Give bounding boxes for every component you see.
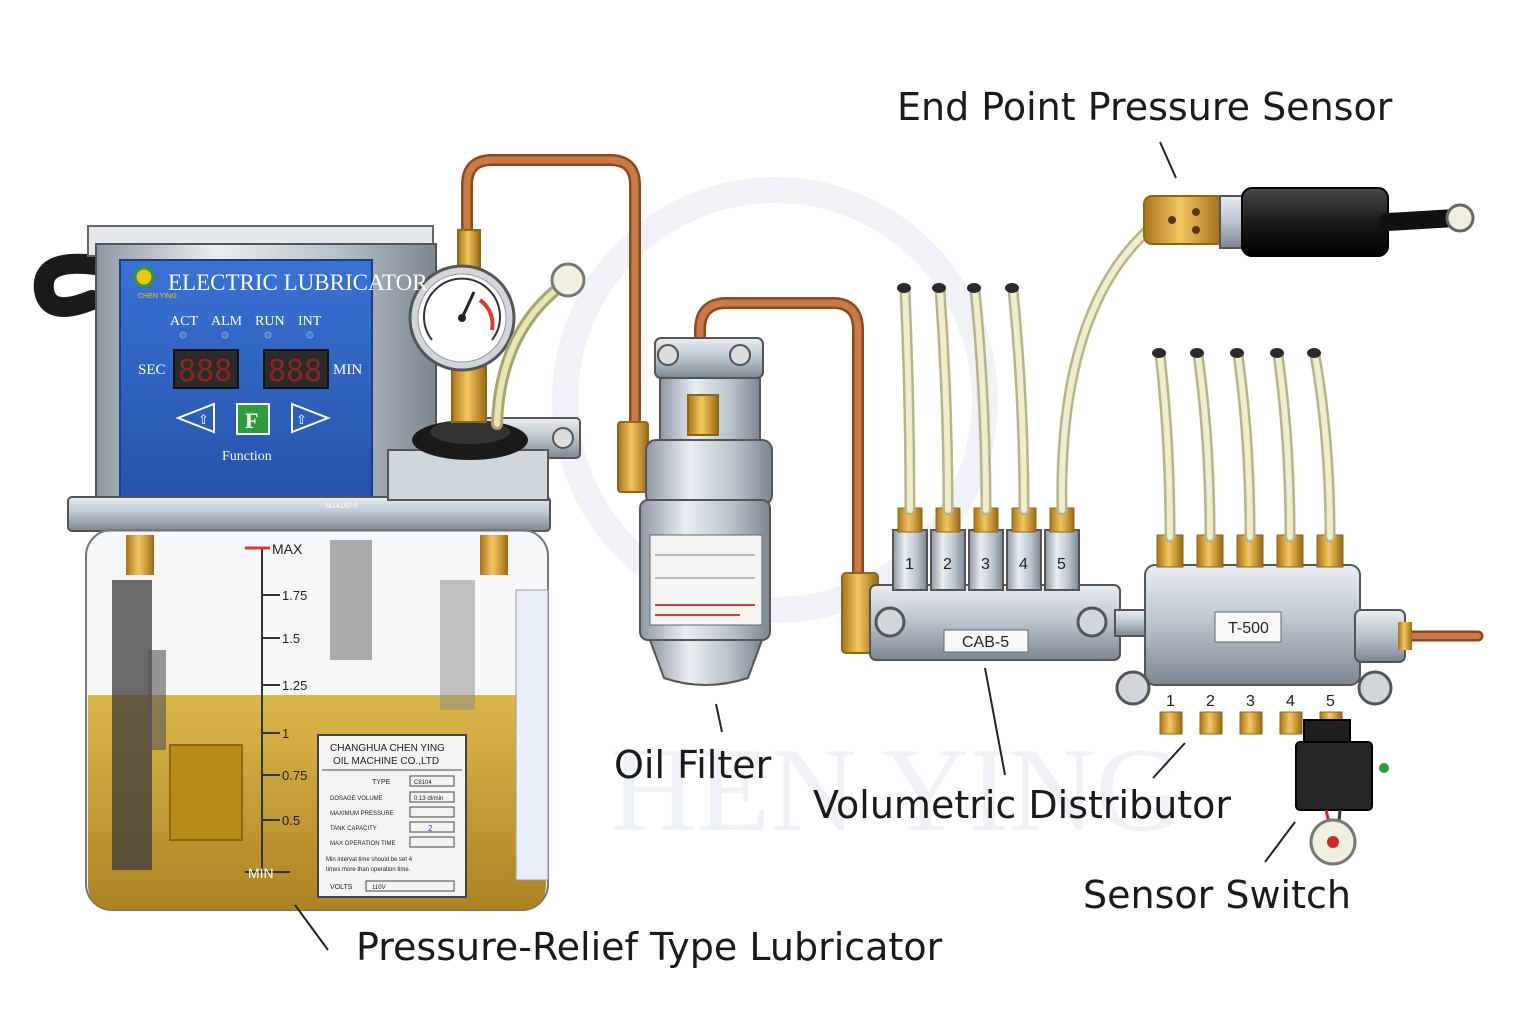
function-label: Function (222, 449, 272, 464)
sensor-switch (1295, 719, 1389, 866)
watermark: HEN YING (552, 177, 1182, 856)
cab5-port-1: 1 (905, 556, 914, 573)
cab5-name: CAB-5 (962, 634, 1009, 651)
indicator-run: RUN (255, 314, 285, 329)
cab5-port-5: 5 (1057, 556, 1066, 573)
label-sensor-switch: Sensor Switch (1083, 873, 1351, 917)
minutes-unit: MIN (333, 362, 362, 378)
t500-name: T-500 (1228, 620, 1269, 637)
label-oil-filter: Oil Filter (614, 743, 772, 787)
outlet-tubes (897, 214, 1336, 543)
svg-text:2: 2 (428, 824, 433, 833)
svg-text:Min interval time should be se: Min interval time should be set 4 (326, 857, 413, 863)
brand-mark: CHEN YING (138, 293, 177, 300)
t500-port-3: 3 (1246, 693, 1255, 710)
function-button[interactable]: F (245, 408, 258, 433)
copper-tubing (461, 154, 1484, 642)
svg-text:TYPE: TYPE (372, 779, 391, 786)
min-label: MIN (248, 865, 274, 881)
t500-port-2: 2 (1206, 693, 1215, 710)
svg-text:110V: 110V (372, 885, 386, 891)
pressure-gauge (408, 229, 516, 423)
model-number: M14142-2 (326, 503, 358, 510)
status-indicators: ACT ALM RUN INT (170, 314, 322, 339)
company-line2: OIL MACHINE CO.,LTD (333, 756, 439, 767)
svg-text:VOLTS: VOLTS (330, 884, 353, 891)
svg-text:C8104: C8104 (414, 780, 432, 786)
svg-text:⇧: ⇧ (296, 412, 307, 427)
indicator-act: ACT (170, 314, 198, 329)
volumetric-distributor-cab5: CAB-5 1 2 3 4 5 (841, 507, 1121, 661)
cab5-port-2: 2 (943, 556, 952, 573)
svg-text:⇧: ⇧ (198, 412, 209, 427)
svg-text:times more than operation time: times more than operation time. (326, 867, 411, 873)
t500-port-1: 1 (1166, 693, 1175, 710)
svg-text:HEN YING: HEN YING (610, 723, 1182, 856)
label-end-point-pressure-sensor: End Point Pressure Sensor (897, 85, 1393, 129)
t500-port-5: 5 (1326, 693, 1335, 710)
t500-port-4: 4 (1286, 693, 1295, 710)
panel-title: ELECTRIC LUBRICATOR (168, 270, 428, 295)
scale-mark-0-75: 0.75 (282, 768, 307, 783)
svg-text:DOSAGE VOLUME: DOSAGE VOLUME (330, 796, 383, 802)
arrow-right-icon[interactable] (291, 402, 331, 434)
scale-mark-1: 1 (282, 726, 289, 741)
company-line1: CHANGHUA CHEN YING (330, 743, 445, 754)
label-pressure-relief-lubricator: Pressure-Relief Type Lubricator (356, 925, 943, 969)
svg-text:TANK CAPACITY: TANK CAPACITY (330, 826, 377, 832)
scale-mark-1-75: 1.75 (282, 588, 307, 603)
tank-level-scale: MAX 1.75 1.5 1.25 1 0.75 0.5 MIN (245, 541, 307, 881)
svg-text:MAX OPERATION TIME: MAX OPERATION TIME (330, 841, 395, 847)
scale-mark-0-5: 0.5 (282, 813, 300, 828)
svg-text:MAXIMUM PRESSURE: MAXIMUM PRESSURE (330, 811, 394, 817)
label-volumetric-distributor: Volumetric Distributor (813, 783, 1232, 827)
minutes-display: 888 (268, 354, 322, 389)
seconds-unit: SEC (138, 362, 166, 378)
nameplate: CHANGHUA CHEN YING OIL MACHINE CO.,LTD T… (317, 734, 467, 898)
end-point-pressure-sensor (1143, 187, 1475, 257)
scale-mark-1-25: 1.25 (282, 678, 307, 693)
max-label: MAX (272, 541, 303, 557)
seconds-display: 888 (178, 354, 232, 389)
oil-filter (617, 337, 773, 686)
arrow-left-icon[interactable] (175, 402, 215, 434)
cab5-port-3: 3 (981, 556, 990, 573)
panel-content: CHEN YING ELECTRIC LUBRICATOR ACT ALM RU… (133, 266, 428, 510)
indicator-int: INT (298, 314, 322, 329)
svg-text:0.13 dl/min: 0.13 dl/min (414, 796, 443, 802)
leader-lines (294, 141, 1296, 951)
cab5-port-4: 4 (1019, 556, 1028, 573)
volumetric-distributor-t500: T-500 1 2 3 4 5 (1115, 534, 1412, 735)
scale-mark-1-5: 1.5 (282, 631, 300, 646)
indicator-alm: ALM (211, 314, 243, 329)
